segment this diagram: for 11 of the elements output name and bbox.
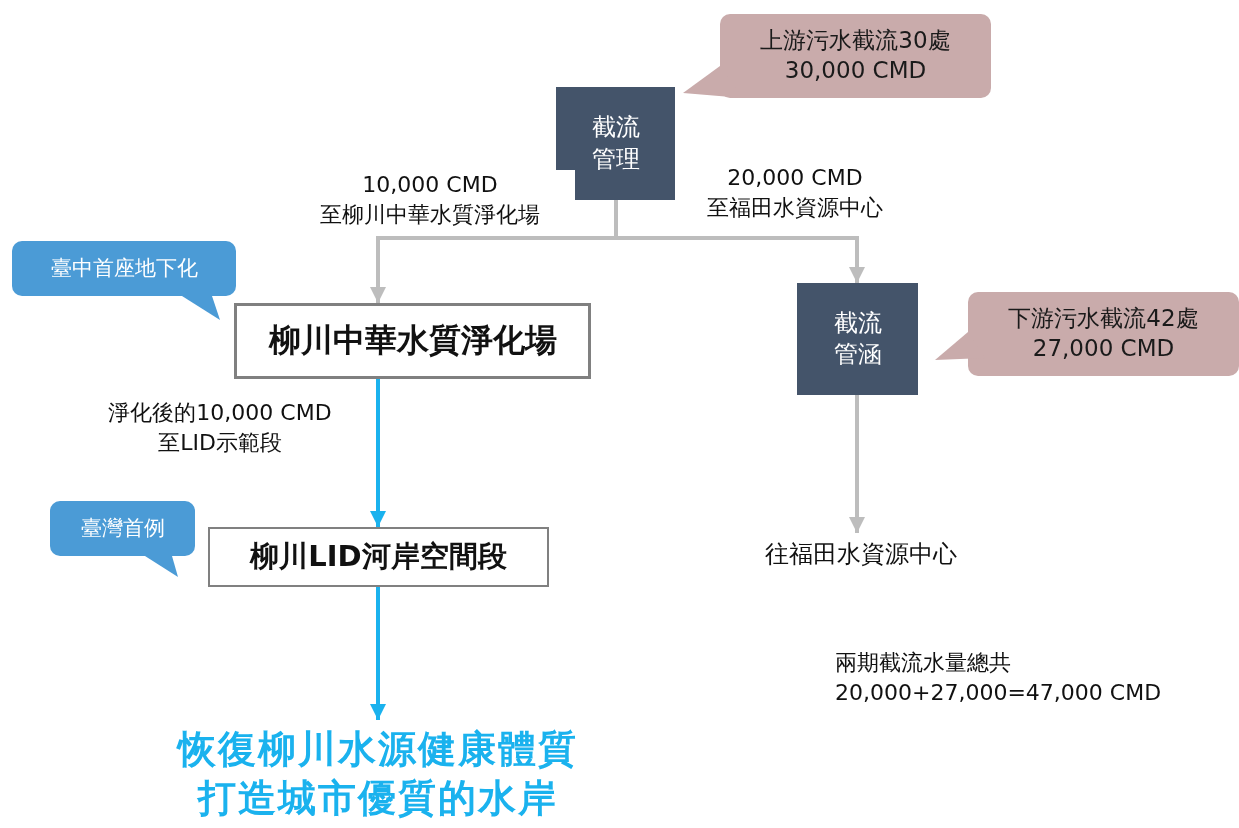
result-text: 恢復柳川水源健康體質打造城市優質的水岸 [168, 720, 588, 828]
process-box: 柳川LID河岸空間段 [208, 527, 549, 587]
arrow [370, 379, 386, 527]
note-text: 兩期截流水量總共 20,000+27,000=47,000 CMD [835, 649, 1163, 707]
process-box: 柳川中華水質淨化場 [234, 303, 591, 379]
arrow [849, 395, 865, 533]
process-box: 截流管涵 [797, 283, 918, 395]
process-box: 截流管理 [556, 87, 675, 200]
arrow [614, 200, 865, 283]
arrow [370, 587, 386, 720]
result-text: 往福田水資源中心 [735, 533, 987, 577]
